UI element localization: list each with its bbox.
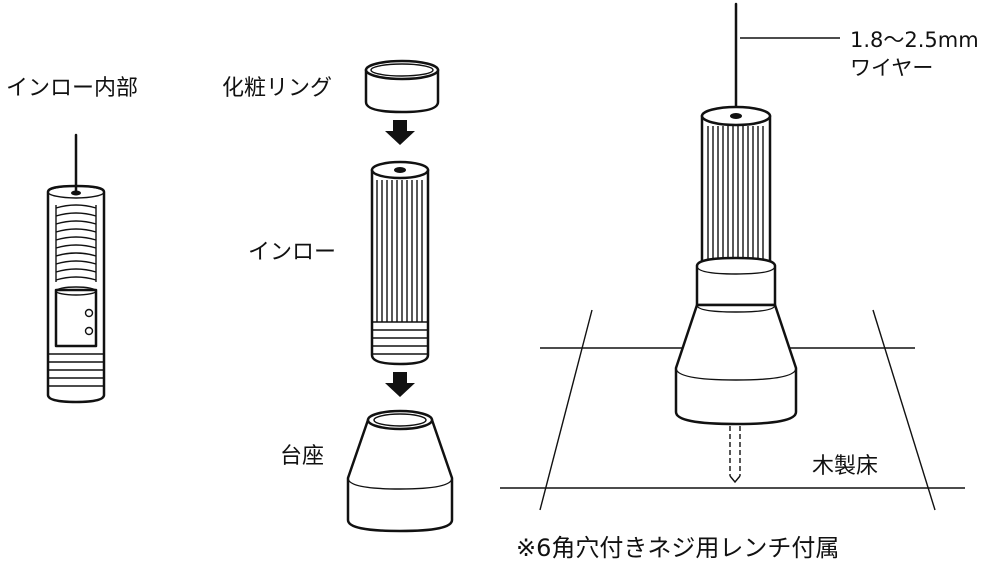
- label-wire-size: 1.8～2.5mm: [850, 28, 979, 52]
- assembled-unit: [674, 105, 798, 484]
- label-wooden-floor: 木製床: [812, 454, 879, 479]
- internal-spring: [55, 204, 97, 282]
- label-note: ※6角穴付きネジ用レンチ付属: [516, 534, 840, 562]
- internal-sleeve: [54, 286, 98, 348]
- cosmetic-ring-part: [364, 59, 440, 114]
- label-cosmetic-ring: 化粧リング: [222, 76, 333, 101]
- inro-part: [370, 160, 430, 366]
- label-base: 台座: [280, 444, 325, 469]
- base-part: [346, 409, 454, 533]
- label-inro: インロー: [248, 240, 337, 265]
- wire-with-leader: [734, 2, 840, 114]
- inro-threads: [372, 321, 428, 355]
- inro-internal-cutaway: [46, 133, 106, 404]
- arrow-ring-to-inro: [385, 120, 415, 145]
- inro-knurling: [376, 180, 423, 322]
- internal-threads: [48, 353, 104, 387]
- label-wire: ワイヤー: [850, 56, 934, 80]
- arrow-inro-to-base: [385, 372, 415, 397]
- label-inro-internal: インロー内部: [6, 76, 139, 101]
